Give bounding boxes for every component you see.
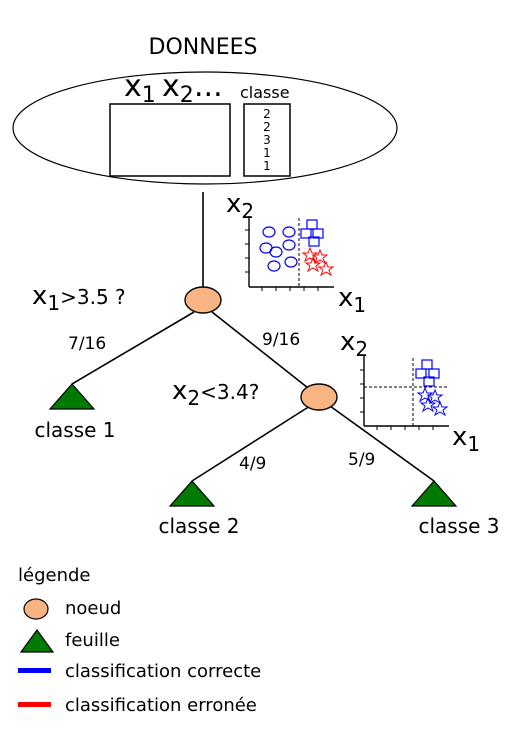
data-ellipse xyxy=(12,71,398,185)
data-point xyxy=(282,226,296,238)
edge-root-to-leaf1 xyxy=(71,311,195,385)
data-point xyxy=(267,260,281,272)
class-value: 2 xyxy=(263,120,271,134)
class-value: 3 xyxy=(263,133,271,147)
data-point xyxy=(431,400,449,417)
legend-correct-swatch xyxy=(18,668,51,673)
data-point xyxy=(284,256,298,268)
feature-matrix-box xyxy=(109,103,231,177)
plot1-squares xyxy=(300,219,324,247)
plot2-squares xyxy=(415,359,440,387)
root-left-fraction: 7/16 xyxy=(68,334,106,354)
legend-correct-label: classification correcte xyxy=(65,661,261,682)
leaf-3 xyxy=(410,480,458,507)
leaf-3-label: classe 3 xyxy=(418,514,499,538)
second-left-fraction: 4/9 xyxy=(239,454,266,474)
column-header-x1: x1 xyxy=(124,69,156,108)
class-value: 2 xyxy=(263,107,271,121)
data-point xyxy=(304,256,322,273)
class-value: 1 xyxy=(263,146,271,160)
tree-edges xyxy=(71,192,435,482)
scatter-plot-second: x2 x1 xyxy=(340,327,480,456)
class-value: 1 xyxy=(263,159,271,173)
plot2-x-axis-label: x1 xyxy=(452,422,480,456)
data-point xyxy=(423,376,435,387)
data-point xyxy=(301,246,319,263)
plot1-y-axis-label: x2 xyxy=(226,189,254,223)
leaf-1 xyxy=(48,383,96,410)
legend: légende noeud feuille classification cor… xyxy=(18,565,261,716)
data-point xyxy=(416,386,434,403)
data-point xyxy=(306,219,318,230)
root-question: x1>3.5 ? xyxy=(32,281,126,315)
second-right-fraction: 5/9 xyxy=(348,450,375,470)
edge-node2-to-leaf2 xyxy=(191,405,311,482)
data-point xyxy=(311,248,329,265)
legend-wrong-swatch xyxy=(18,702,51,707)
legend-leaf-label: feuille xyxy=(65,630,120,651)
data-point xyxy=(312,228,324,239)
legend-node-symbol xyxy=(23,598,49,620)
plot1-x-axis-label: x1 xyxy=(338,283,366,317)
data-point xyxy=(282,239,296,251)
root-right-fraction: 9/16 xyxy=(262,330,300,350)
leaf-2 xyxy=(168,480,216,507)
leaf-1-label: classe 1 xyxy=(34,418,115,442)
plot2-y-axis-label: x2 xyxy=(340,327,368,361)
data-title: DONNEES xyxy=(149,35,258,60)
column-ellipsis: ... xyxy=(194,69,223,104)
plot2-ticks xyxy=(360,369,434,430)
second-question: x2<3.4? xyxy=(172,376,259,410)
data-point xyxy=(300,228,312,239)
legend-node-label: noeud xyxy=(65,598,121,619)
column-header-x2: x2 xyxy=(162,69,194,108)
data-point xyxy=(317,260,335,277)
class-values: 2 2 3 1 1 xyxy=(263,107,271,173)
data-point xyxy=(421,359,433,370)
leaf-2-label: classe 2 xyxy=(158,514,239,538)
legend-leaf-symbol xyxy=(19,628,55,653)
scatter-plot-root: x2 xyxy=(226,189,366,317)
data-point xyxy=(415,368,427,379)
plot2-stars xyxy=(416,386,449,417)
edge-node2-to-leaf3 xyxy=(329,405,435,482)
data-point xyxy=(419,396,437,413)
legend-wrong-label: classification erronée xyxy=(65,695,257,716)
root-node xyxy=(184,286,222,314)
data-point xyxy=(426,388,444,405)
plot1-ticks xyxy=(245,229,319,291)
class-column-box xyxy=(243,103,291,177)
data-point xyxy=(262,226,276,238)
legend-title: légende xyxy=(18,565,90,586)
second-node xyxy=(300,383,338,411)
plot1-circles xyxy=(259,226,298,272)
data-point xyxy=(308,236,320,247)
plot1-stars xyxy=(301,246,335,277)
data-point xyxy=(269,246,283,258)
edge-root-to-node2 xyxy=(211,311,309,389)
class-header: classe xyxy=(240,83,290,102)
